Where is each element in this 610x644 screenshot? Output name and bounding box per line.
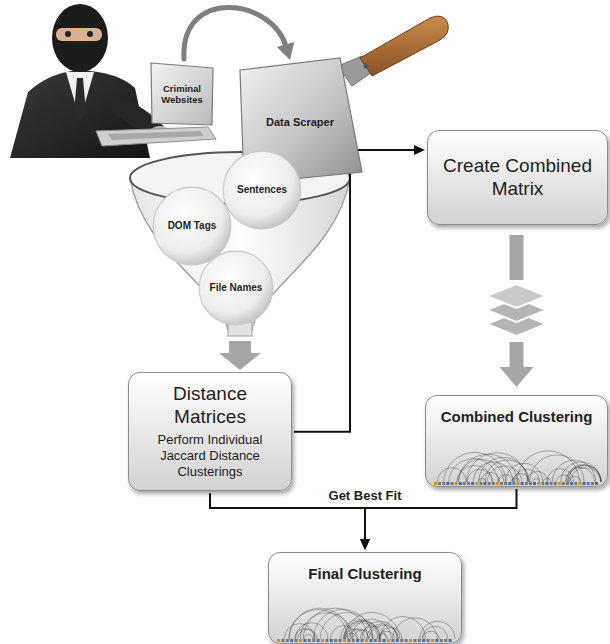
arrowhead (360, 539, 370, 550)
arrowhead (414, 145, 425, 155)
node-content: Create Combined Matrix (428, 131, 607, 224)
node-content: Sentences (222, 150, 302, 230)
node-title: File Names (210, 282, 263, 294)
connector (294, 145, 425, 432)
node-content: DOM Tags (152, 186, 232, 266)
website-screen: Criminal Websites (150, 62, 214, 126)
node-content: Criminal Websites (150, 62, 214, 126)
connector-line (294, 150, 414, 432)
node-body: Perform Individual Jaccard Distance Clus… (139, 432, 281, 481)
node-content: Combined Clustering (426, 396, 607, 486)
clustering-box: Final Clustering (268, 552, 462, 644)
connector (184, 8, 294, 60)
scraper-handle (338, 16, 448, 86)
node-title: Sentences (237, 184, 287, 196)
node-content: Distance MatricesPerform Individual Jacc… (129, 373, 291, 490)
arrowhead (277, 42, 294, 60)
laptop-base (96, 127, 216, 146)
clustering-box: Combined Clustering (425, 395, 608, 487)
node-title: Criminal Websites (156, 83, 208, 106)
funnel (130, 152, 350, 336)
feature-circle: Sentences (222, 150, 302, 230)
node-title: Final Clustering (308, 565, 421, 583)
feature-circle: File Names (198, 250, 274, 326)
node-title: Create Combined Matrix (438, 155, 597, 201)
layers-icon (477, 280, 557, 342)
node-title: DOM Tags (168, 220, 217, 232)
process-box: Distance MatricesPerform Individual Jacc… (128, 372, 292, 491)
node-title: Distance Matrices (139, 383, 281, 429)
curved-arrow (184, 8, 286, 59)
node-content: Final Clustering (269, 553, 461, 643)
arrowhead (360, 539, 370, 550)
node-content: File Names (198, 250, 274, 326)
process-box: Create Combined Matrix (427, 130, 608, 225)
funnel-outflow-arrow (219, 341, 261, 370)
arrowhead (500, 367, 534, 387)
node-title: Data Scraper (266, 116, 334, 129)
edge-label: Get Best Fit (326, 488, 405, 503)
node-title: Combined Clustering (441, 408, 593, 426)
feature-circle: DOM Tags (152, 186, 232, 266)
